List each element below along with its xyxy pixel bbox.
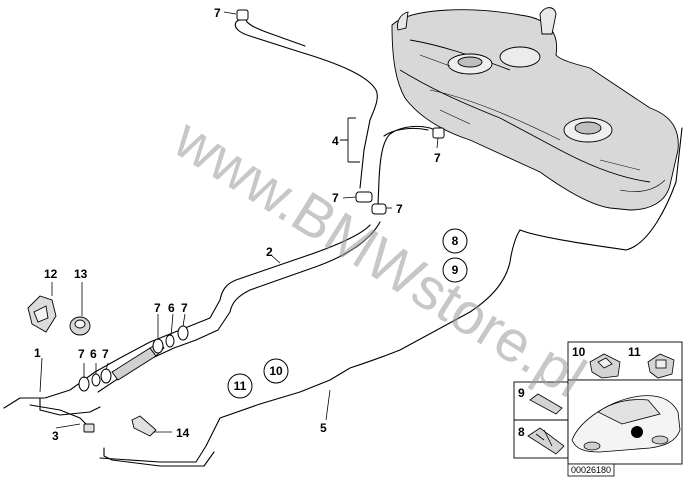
label-7-mid-right: 7 (396, 202, 403, 216)
label-6-center: 6 (168, 301, 175, 315)
diagram-code-box: 00026180 (567, 463, 615, 477)
label-4-bracket (340, 117, 360, 163)
nut-part (69, 316, 91, 336)
label-7-mid-left: 7 (332, 191, 339, 205)
hose-clamps (78, 9, 445, 392)
inset-label-10: 10 (572, 345, 586, 359)
circle-9 (442, 257, 468, 283)
label-6-left: 6 (90, 347, 97, 361)
circle-10 (263, 358, 289, 384)
label-5: 5 (320, 421, 327, 435)
label-2: 2 (266, 245, 273, 259)
clip-8-drawing (527, 427, 565, 455)
fuel-tank (391, 7, 679, 211)
line-fitting (83, 423, 95, 433)
bracket-part (27, 295, 57, 333)
label-7-center-2: 7 (181, 301, 188, 315)
clip-10-drawing (589, 353, 621, 379)
fuel-lines (3, 17, 683, 467)
circled-labels: 8 9 10 11 (227, 228, 468, 399)
label-13: 13 (74, 267, 88, 281)
retainer-part (131, 415, 157, 437)
circle-label-10: 10 (269, 364, 283, 378)
label-12: 12 (44, 267, 58, 281)
inset-panel: 10 11 9 8 (513, 341, 683, 465)
part-labels: 7 7 7 7 4 2 7 6 7 7 6 7 1 3 12 13 14 5 (34, 6, 441, 443)
location-marker (631, 426, 643, 438)
diagram-code: 00026180 (571, 465, 611, 475)
inset-label-8: 8 (518, 425, 525, 439)
circle-label-8: 8 (452, 234, 459, 248)
circle-label-9: 9 (452, 263, 459, 277)
label-4: 4 (332, 134, 339, 148)
label-3: 3 (52, 429, 59, 443)
label-7-left-2: 7 (102, 347, 109, 361)
leader-lines (39, 11, 439, 433)
label-1: 1 (34, 346, 41, 360)
label-7-center: 7 (154, 301, 161, 315)
circle-11 (227, 373, 253, 399)
label-7-right: 7 (434, 151, 441, 165)
clip-9-drawing (529, 393, 563, 415)
label-7-left: 7 (78, 347, 85, 361)
label-7-top: 7 (214, 6, 221, 20)
circle-label-11: 11 (234, 379, 247, 393)
circle-8 (442, 228, 468, 254)
inset-label-9: 9 (518, 386, 525, 400)
label-14: 14 (176, 426, 190, 440)
clip-11-drawing (647, 353, 675, 379)
inset-label-11: 11 (628, 345, 641, 359)
car-drawing (571, 395, 681, 453)
